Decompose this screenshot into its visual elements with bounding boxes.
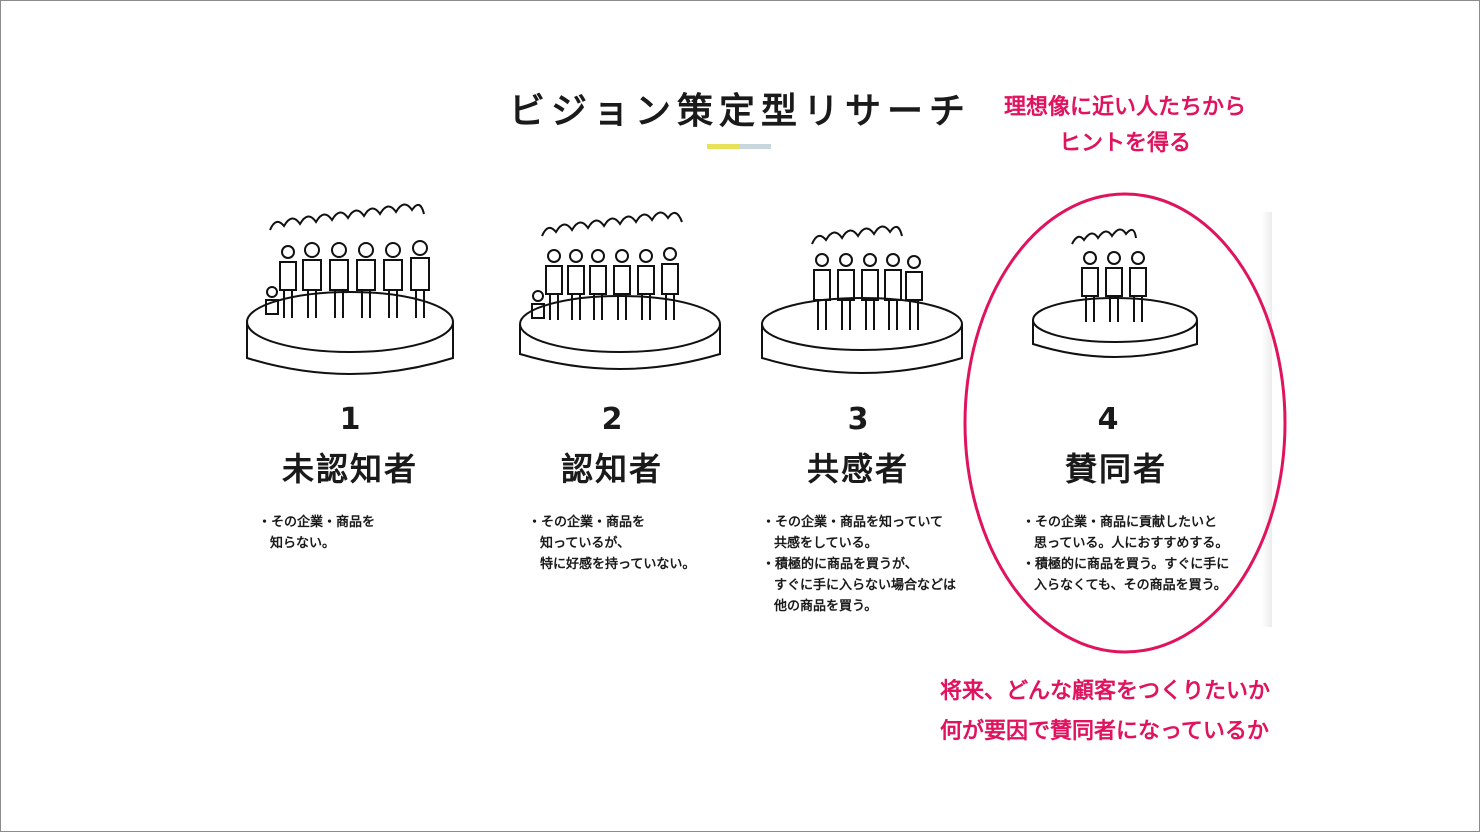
annotation-top: 理想像に近い人たちから ヒントを得る xyxy=(960,90,1290,162)
stage-2-number: 2 xyxy=(601,402,623,437)
stage-4-bullet-2: 積極的に商品を買う。すぐに手に 入らなくても、その商品を買う。 xyxy=(1022,554,1262,596)
stage-3-number: 3 xyxy=(847,402,869,437)
annotation-bottom-line-2: 何が要因で賛同者になっているか xyxy=(940,719,1269,744)
title-underline-grey xyxy=(739,144,771,149)
highlight-ellipse xyxy=(962,190,1288,656)
stage-3-description: その企業・商品を知っていて 共感をしている。 積極的に商品を買うが、 すぐに手に… xyxy=(762,512,992,617)
stage-2-illustration xyxy=(510,200,740,380)
annotation-bottom: 将来、どんな顧客をつくりたいか 何が要因で賛同者になっているか xyxy=(940,672,1360,752)
stage-1-name: 未認知者 xyxy=(281,450,418,488)
scan-edge-shade xyxy=(1262,212,1272,627)
annotation-top-line-2: ヒントを得る xyxy=(1058,131,1191,156)
stage-4-name: 賛同者 xyxy=(1064,450,1167,488)
annotation-top-line-1: 理想像に近い人たちから xyxy=(1003,95,1246,120)
stage-4-illustration xyxy=(1000,200,1230,380)
stage-3-illustration xyxy=(750,200,980,380)
stage-3-bullet-1: その企業・商品を知っていて 共感をしている。 xyxy=(762,512,992,554)
stage-4-description: その企業・商品に貢献したいと 思っている。人におすすめする。 積極的に商品を買う… xyxy=(1022,512,1262,596)
stage-3-bullet-2: 積極的に商品を買うが、 すぐに手に入らない場合などは 他の商品を買う。 xyxy=(762,554,992,617)
stage-1-description: その企業・商品を 知らない。 xyxy=(258,512,498,554)
stage-2-bullet-1: その企業・商品を 知っているが、 特に好感を持っていない。 xyxy=(528,512,768,575)
stage-4-number: 4 xyxy=(1097,402,1119,437)
stage-2-description: その企業・商品を 知っているが、 特に好感を持っていない。 xyxy=(528,512,768,575)
stage-3-name: 共感者 xyxy=(806,450,909,488)
stage-1-illustration xyxy=(240,200,470,380)
stage-1-number: 1 xyxy=(339,402,361,437)
stage-4-bullet-1: その企業・商品に貢献したいと 思っている。人におすすめする。 xyxy=(1022,512,1262,554)
title-underline-yellow xyxy=(707,144,739,149)
page-title: ビジョン策定型リサーチ xyxy=(508,91,971,132)
stage-1-bullet-1: その企業・商品を 知らない。 xyxy=(258,512,498,554)
stage-2-name: 認知者 xyxy=(560,450,663,488)
annotation-bottom-line-1: 将来、どんな顧客をつくりたいか xyxy=(940,679,1271,704)
